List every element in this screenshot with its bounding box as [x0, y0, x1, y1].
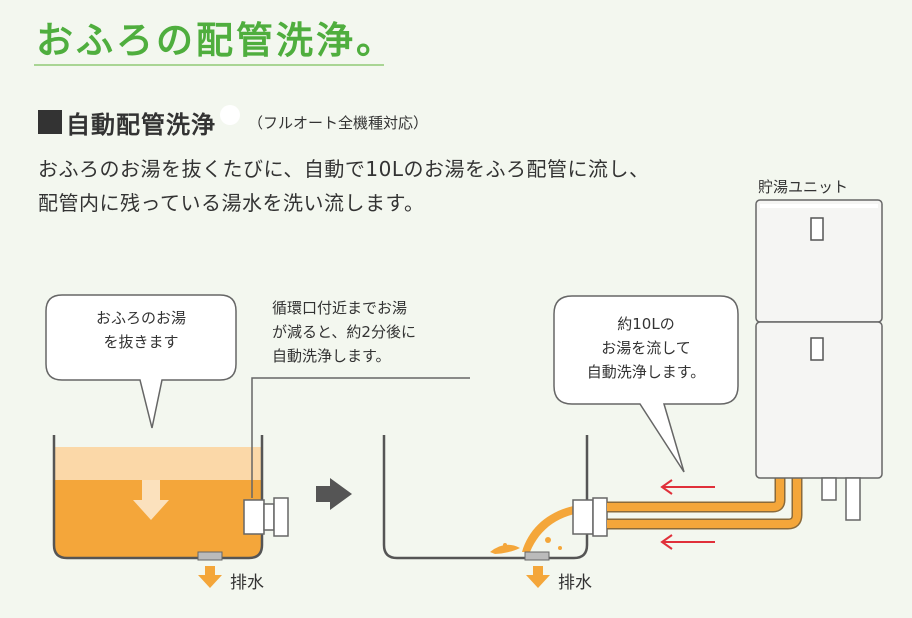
square-bullet-icon	[38, 110, 62, 134]
description-line: 配管内に残っている湯水を洗い流します。	[38, 191, 425, 215]
down-arrow-icon	[133, 480, 169, 520]
bubble-right-text: 約10Lの お湯を流して 自動洗浄します。	[586, 315, 706, 381]
speech-bubble-right	[553, 295, 739, 473]
bath-pipe	[607, 460, 803, 530]
left-red-arrow-icon	[660, 534, 715, 550]
drain-plug-left	[197, 551, 223, 561]
white-dot-icon	[220, 105, 240, 125]
drain-arrow-icon	[526, 566, 550, 588]
left-red-arrow-icon	[660, 479, 715, 495]
storage-tank	[755, 199, 883, 521]
bathtub-right	[382, 435, 589, 560]
speech-bubble-left	[45, 294, 237, 429]
tank-handle-icon	[810, 337, 824, 361]
description: おふろのお湯を抜くたびに、自動で10Lのお湯をふろ配管に流し、 配管内に残ってい…	[38, 152, 650, 220]
section-heading-note: （フルオート全機種対応）	[248, 113, 429, 132]
right-arrow-icon	[316, 478, 352, 510]
page-title: おふろの配管洗浄。	[36, 19, 396, 62]
circulation-port-left	[243, 497, 289, 537]
tank-handle-icon	[810, 217, 824, 241]
description-line: おふろのお湯を抜くたびに、自動で10Lのお湯をふろ配管に流し、	[38, 157, 650, 181]
bath-water	[54, 480, 262, 558]
drain-label-left: 排水	[230, 573, 264, 593]
section-heading-label: 自動配管洗浄	[66, 110, 216, 139]
drain-label-right: 排水	[558, 573, 592, 593]
drain-arrow-icon	[198, 566, 222, 588]
callout-line	[251, 377, 470, 498]
callout-text: 循環口付近までお湯 が減ると、約2分後に 自動洗浄します。	[272, 299, 416, 365]
bubble-left-text: おふろのお湯 を抜きます	[95, 309, 186, 351]
drain-plug-right	[524, 551, 550, 561]
title-underline	[34, 64, 384, 66]
tank-label: 貯湯ユニット	[758, 178, 849, 196]
circulation-port-right	[572, 497, 608, 537]
section-heading: 自動配管洗浄 （フルオート全機種対応）	[38, 105, 428, 139]
bathtub-left	[52, 435, 264, 560]
